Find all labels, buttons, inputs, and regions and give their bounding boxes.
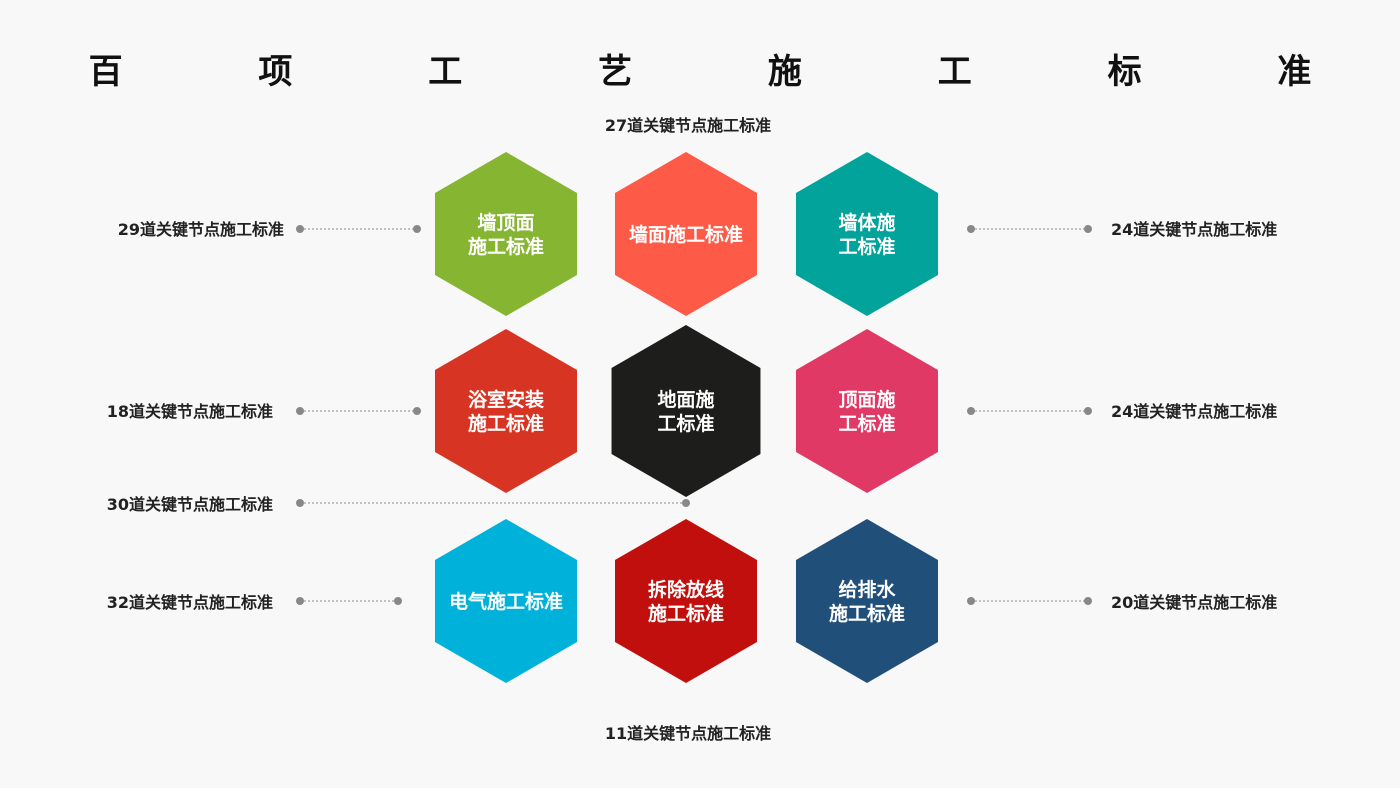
connector-dot (1084, 597, 1092, 605)
hexagon-label: 工标准 (838, 236, 895, 258)
hexagon-label: 墙面施工标准 (629, 223, 743, 246)
connectors (296, 225, 1092, 605)
hexagon-shape (795, 519, 939, 683)
hexagon-label: 施工标准 (648, 602, 724, 625)
hexagon-shape (614, 152, 758, 316)
hexagon-label: 拆除放线 (648, 578, 724, 601)
connector-5 (967, 225, 1092, 233)
hexagon-label: 工标准 (838, 413, 895, 435)
hexagon-2: 墙面施工标准 (614, 152, 758, 316)
connector-dot (296, 499, 304, 507)
connector-dot (296, 597, 304, 605)
hexagon-label: 浴室安装 (468, 388, 544, 411)
right-caption-2: 24道关键节点施工标准 (1111, 402, 1277, 421)
hexagon-shape (434, 519, 578, 683)
hexagon-grid: 墙顶面施工标准墙面施工标准墙体施工标准浴室安装施工标准地面施工标准顶面施工标准电… (434, 152, 939, 683)
connector-6 (967, 407, 1092, 415)
connector-dot (296, 407, 304, 415)
left-caption-2: 18道关键节点施工标准 (107, 402, 273, 421)
left-caption-1: 29道关键节点施工标准 (118, 220, 284, 239)
hexagon-label: 施工标准 (829, 602, 905, 625)
hexagon-label: 施工标准 (468, 412, 544, 435)
connector-dot (967, 225, 975, 233)
connector-1 (296, 225, 421, 233)
top-caption: 27道关键节点施工标准 (605, 116, 771, 135)
hexagon-label: 给排水 (838, 578, 896, 601)
bottom-caption: 11道关键节点施工标准 (605, 724, 771, 743)
hexagon-label: 墙体施 (838, 211, 895, 234)
hexagon-shape (795, 329, 939, 493)
page-title: 百 项 工 艺 施 工 标 准 (88, 52, 1374, 92)
connector-dot (413, 407, 421, 415)
hexagon-shape (434, 152, 578, 316)
hexagon-label: 地面施 (657, 388, 714, 411)
hexagon-shape (795, 152, 939, 316)
connector-dot (394, 597, 402, 605)
connector-dot (296, 225, 304, 233)
hexagon-label: 顶面施 (838, 388, 895, 411)
connector-dot (967, 597, 975, 605)
hexagon-shape (614, 519, 758, 683)
connector-dot (967, 407, 975, 415)
connector-4 (296, 597, 402, 605)
left-caption-3: 30道关键节点施工标准 (107, 495, 273, 514)
hexagon-label: 电气施工标准 (449, 590, 563, 613)
right-caption-1: 24道关键节点施工标准 (1111, 220, 1277, 239)
connector-7 (967, 597, 1092, 605)
right-caption-3: 20道关键节点施工标准 (1111, 593, 1277, 612)
connector-dot (1084, 407, 1092, 415)
connector-2 (296, 407, 421, 415)
hexagon-label: 工标准 (657, 413, 714, 435)
connector-dot (682, 499, 690, 507)
hexagon-shape (434, 329, 578, 493)
connector-3 (296, 499, 690, 507)
hexagon-label: 施工标准 (468, 235, 544, 258)
left-caption-4: 32道关键节点施工标准 (107, 593, 273, 612)
hexagon-7: 电气施工标准 (434, 519, 578, 683)
hexagon-shape (611, 325, 761, 497)
connector-dot (413, 225, 421, 233)
connector-dot (1084, 225, 1092, 233)
hexagon-label: 墙顶面 (477, 211, 534, 234)
